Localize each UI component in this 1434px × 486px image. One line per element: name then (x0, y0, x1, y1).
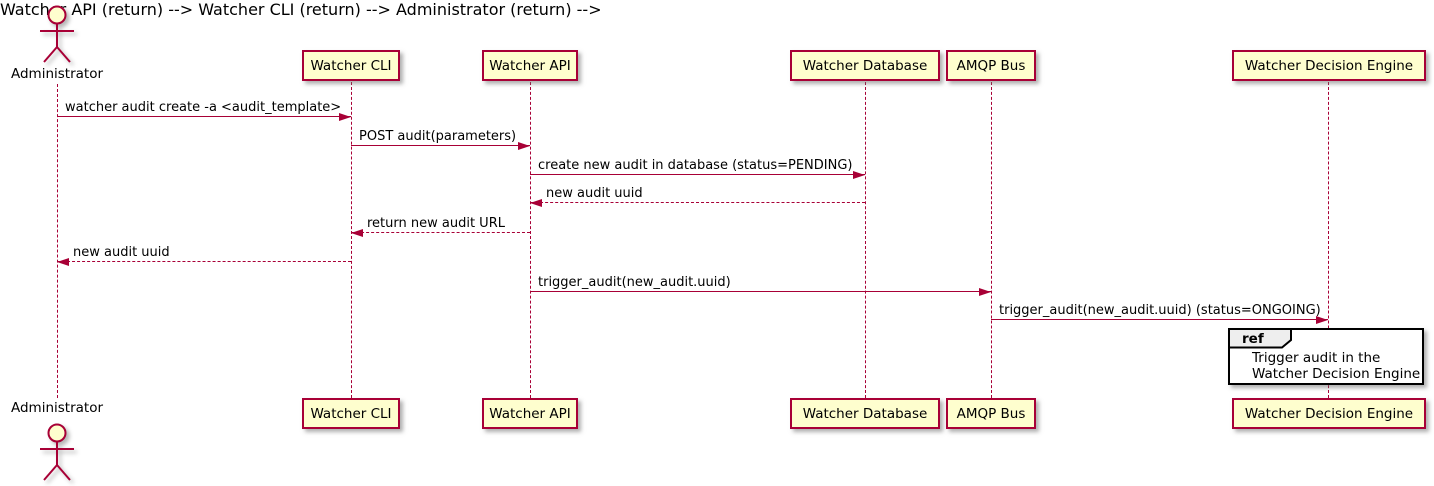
participant-label: AMQP Bus (956, 405, 1026, 422)
arrowhead-left-icon (57, 257, 69, 266)
lifeline-administrator (57, 84, 58, 398)
message-line (351, 145, 530, 146)
arrowhead-right-icon (339, 112, 351, 121)
administrator-actor-icon-bottom (40, 423, 74, 481)
message-label: watcher audit create -a <audit_template> (65, 100, 342, 115)
actor-label-top: Administrator (10, 66, 104, 82)
lifeline-watcher-database (865, 82, 866, 398)
participant-label: Watcher Database (802, 405, 928, 422)
message-label: new audit uuid (73, 245, 170, 260)
participant-watcher-cli-bottom: Watcher CLI (302, 398, 400, 429)
participant-label: Watcher Decision Engine (1244, 57, 1414, 74)
participant-label: Watcher API (489, 405, 571, 422)
arrowhead-left-icon (530, 198, 542, 207)
participant-watcher-database-top: Watcher Database (790, 50, 940, 81)
participant-watcher-api-top: Watcher API (482, 50, 578, 81)
message-line (351, 232, 530, 233)
participant-label: Watcher CLI (310, 57, 392, 74)
message-label: trigger_audit(new_audit.uuid) (538, 275, 731, 290)
lifeline-watcher-cli (351, 82, 352, 398)
message-line (991, 319, 1328, 320)
actor-label-bottom: Administrator (10, 400, 104, 416)
message-line (57, 261, 351, 262)
message-label: new audit uuid (546, 186, 643, 201)
message-line (57, 116, 351, 117)
participant-amqp-bus-bottom: AMQP Bus (946, 398, 1036, 429)
ref-header-pentagon-icon (1228, 328, 1292, 349)
message-label: create new audit in database (status=PEN… (538, 158, 853, 173)
message-label: return new audit URL (367, 216, 505, 231)
participant-watcher-api-bottom: Watcher API (482, 398, 578, 429)
message-label: trigger_audit(new_audit.uuid) (status=ON… (999, 303, 1321, 318)
participant-label: Watcher Database (802, 57, 928, 74)
arrowhead-right-icon (853, 170, 865, 179)
ref-fragment: ref Trigger audit in the Watcher Decisio… (1228, 328, 1424, 385)
lifeline-watcher-decision-engine (1328, 82, 1329, 398)
arrowhead-right-icon (518, 141, 530, 150)
lifeline-amqp-bus (991, 82, 992, 398)
participant-label: AMQP Bus (956, 57, 1026, 74)
participant-label: Watcher API (489, 57, 571, 74)
message-label: POST audit(parameters) (359, 129, 517, 144)
ref-text-line2: Watcher Decision Engine (1252, 366, 1421, 382)
arrowhead-right-icon (1316, 315, 1328, 324)
message-line (530, 202, 865, 203)
arrowhead-right-icon (979, 287, 991, 296)
administrator-actor-icon (40, 5, 74, 63)
participant-watcher-database-bottom: Watcher Database (790, 398, 940, 429)
participant-watcher-decision-engine-bottom: Watcher Decision Engine (1232, 398, 1426, 429)
participant-watcher-decision-engine-top: Watcher Decision Engine (1232, 50, 1426, 81)
message-line (530, 291, 991, 292)
participant-watcher-cli-top: Watcher CLI (302, 50, 400, 81)
participant-amqp-bus-top: AMQP Bus (946, 50, 1036, 81)
message-line (530, 174, 865, 175)
ref-keyword: ref (1242, 331, 1264, 347)
participant-label: Watcher Decision Engine (1244, 405, 1414, 422)
ref-text-line1: Trigger audit in the (1252, 350, 1381, 366)
participant-label: Watcher CLI (310, 405, 392, 422)
lifeline-watcher-api (530, 82, 531, 398)
arrowhead-left-icon (351, 228, 363, 237)
